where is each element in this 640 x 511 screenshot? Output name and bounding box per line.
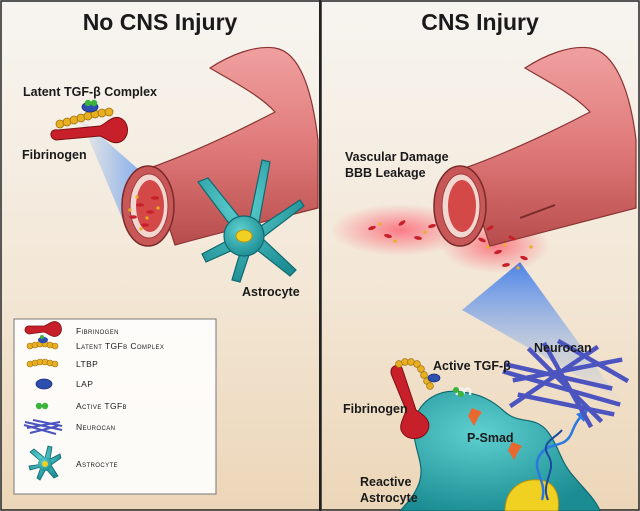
astrocyte-icon: [28, 445, 62, 481]
legend-box: Fibrinogen Latent TGFβ Complex LTBP LAP …: [13, 318, 217, 495]
latent-complex-icon: [26, 335, 59, 350]
reactive-astrocyte-label-line1: Reactive: [360, 475, 411, 489]
reactive-astrocyte-label-line2: Astrocyte: [360, 491, 418, 505]
bbb-leakage-label: BBB Leakage: [345, 166, 426, 180]
signal-arrows: [468, 408, 522, 460]
legend-label-ltbp: LTBP: [76, 359, 98, 369]
legend-label-lap: LAP: [76, 379, 93, 389]
fibrinogen-figure-right: [390, 358, 441, 439]
latent-complex-figure: [55, 99, 114, 129]
fibrinogen-label-left: Fibrinogen: [22, 148, 87, 162]
latent-complex-label: Latent TGF-β Complex: [23, 85, 157, 99]
legend-label-neurocan: Neurocan: [76, 422, 115, 432]
active-tgf-figure: [453, 387, 464, 397]
blood-vessel-right: [433, 46, 637, 247]
lap-icon: [35, 378, 53, 390]
right-panel-title: CNS Injury: [421, 9, 539, 35]
neurocan-label: Neurocan: [534, 341, 592, 355]
legend-label-latent-complex: Latent TGFβ Complex: [76, 341, 164, 351]
astrocyte-label: Astrocyte: [242, 285, 300, 299]
ltbp-icon: [26, 358, 59, 368]
psmad-label: P-Smad: [467, 431, 514, 445]
legend-label-fibrinogen: Fibrinogen: [76, 326, 119, 336]
legend-label-active-tgf: Active TGFβ: [76, 401, 127, 411]
fibrinogen-icon: [24, 321, 62, 337]
vessel-particles-left: [128, 195, 160, 231]
leaking-particles: [368, 220, 533, 270]
vessel-tear: [519, 204, 556, 219]
vascular-damage-label: Vascular Damage: [345, 150, 449, 164]
neurocan-bundle: [502, 338, 630, 429]
legend-label-astrocyte: Astrocyte: [76, 459, 118, 469]
fibrinogen-figure-left: [50, 116, 128, 144]
active-tgf-label: Active TGF-β: [433, 359, 511, 373]
blood-vessel-left: [121, 46, 319, 247]
astrocyte-left: [197, 159, 305, 283]
fibrinogen-label-right: Fibrinogen: [343, 402, 408, 416]
neurocan-icon: [23, 419, 63, 435]
left-panel-title: No CNS Injury: [83, 9, 238, 35]
active-tgf-icon: [35, 402, 49, 410]
